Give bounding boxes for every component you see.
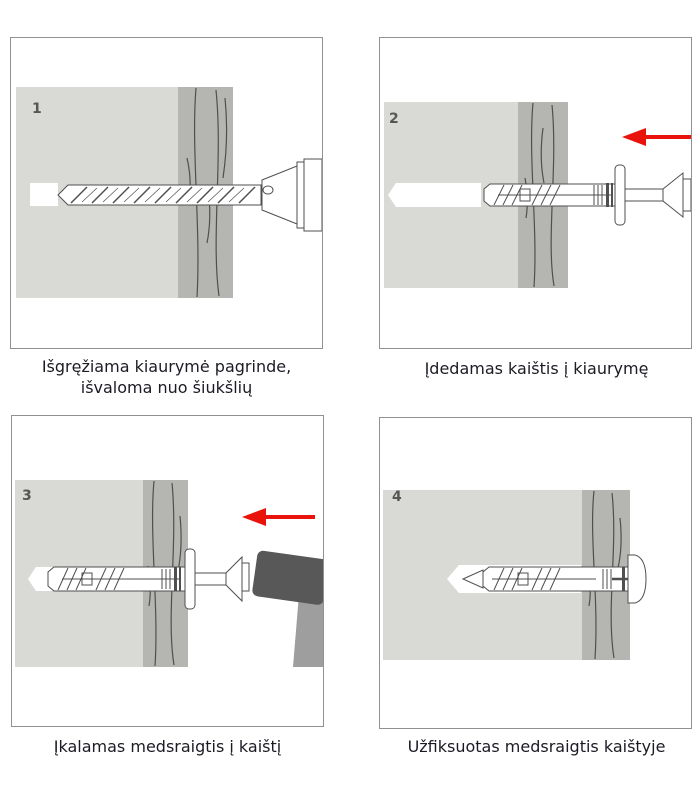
hammer-icon	[252, 550, 323, 667]
step-caption-1: Išgręžiama kiaurymė pagrinde, išvaloma n…	[10, 356, 323, 398]
arrow-left-icon	[622, 128, 691, 146]
dowel-icon	[482, 566, 630, 592]
drill-chuck-icon	[261, 158, 322, 232]
step-panel-3: 3	[11, 415, 324, 727]
caption-line: išvaloma nuo šiukšlių	[80, 378, 253, 397]
step-caption-4: Užfiksuotas medsraigtis kaištyje	[379, 736, 694, 757]
step-panel-1: 1	[10, 37, 323, 349]
dowel-insert-illustration	[384, 102, 691, 288]
caption-line: Išgręžiama kiaurymė pagrinde,	[41, 357, 292, 376]
screw-head-icon	[627, 554, 647, 604]
caption-line: Įdedamas kaištis į kiaurymę	[424, 359, 649, 378]
caption-line: Įkalamas medsraigtis į kaištį	[53, 737, 282, 756]
dowel-icon	[47, 548, 196, 610]
step-number: 3	[22, 488, 32, 504]
step-panel-2: 2	[379, 37, 692, 349]
caption-line: Užfiksuotas medsraigtis kaištyje	[407, 737, 666, 756]
step-caption-3: Įkalamas medsraigtis į kaištį	[11, 736, 324, 757]
step-number: 1	[32, 101, 42, 117]
drilled-hole	[30, 183, 58, 206]
drilled-hole	[28, 567, 52, 591]
step-panel-4: 4	[379, 417, 692, 729]
step-caption-2: Įdedamas kaištis į kiaurymę	[379, 358, 694, 379]
arrow-left-icon	[242, 508, 315, 526]
drill-bit-icon	[57, 184, 262, 206]
step-number: 4	[392, 489, 402, 505]
drilled-hole	[388, 183, 481, 207]
screw-icon	[624, 171, 691, 219]
drill-drilling-illustration	[16, 87, 322, 298]
fixed-screw-illustration	[383, 490, 647, 660]
screw-icon	[194, 555, 250, 603]
hammering-illustration	[15, 480, 323, 667]
step-number: 2	[389, 111, 399, 127]
